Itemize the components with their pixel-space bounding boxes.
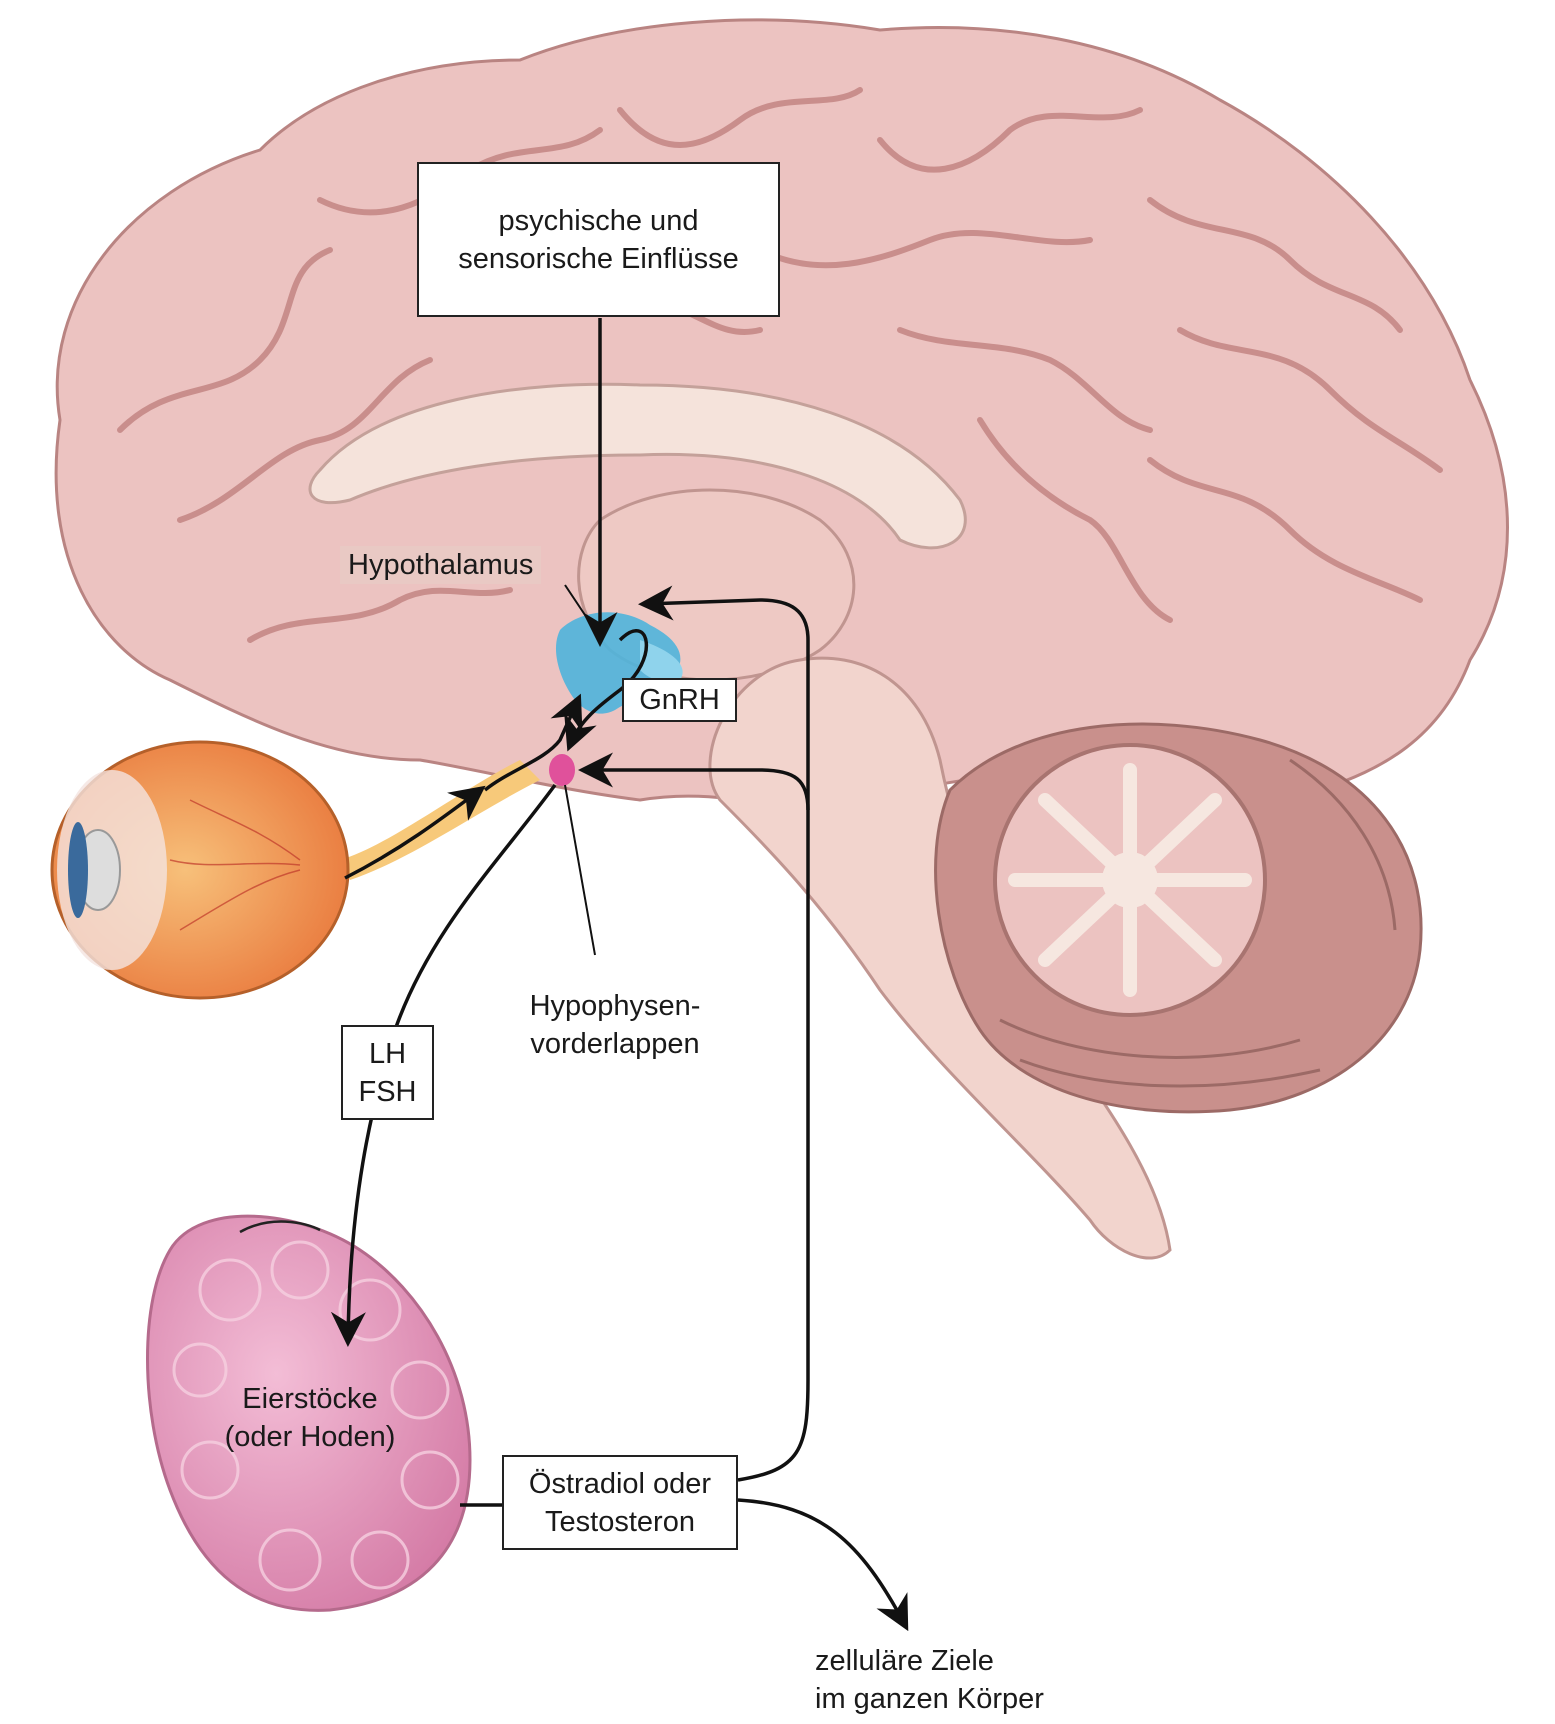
- eye: [50, 740, 540, 1000]
- lh-label: LH: [368, 1037, 407, 1070]
- pituitary-gland: [549, 754, 575, 786]
- influences-line-2: sensorische Einflüsse: [458, 242, 739, 275]
- arrow-feedback-pituitary: [578, 752, 810, 811]
- pointer-hypothalamus: [564, 584, 596, 631]
- arrow-feedback-hypothalamus: [638, 585, 810, 1482]
- targets-line-2: im ganzen Körper: [815, 1683, 1044, 1715]
- hormones-line-1: Östradiol oder: [528, 1467, 712, 1500]
- influences-box: psychische und sensorische Einflüsse: [417, 162, 780, 317]
- gnrh-label: GnRH: [639, 684, 720, 716]
- pituitary-line-1: Hypophysen-: [529, 990, 701, 1022]
- hormones-box: Östradiol oder Testosteron: [502, 1455, 738, 1550]
- pituitary-line-2: vorderlappen: [530, 1028, 700, 1060]
- hypothalamus-label: Hypothalamus: [340, 546, 542, 584]
- arrow-eye-to-hypothalamus: [344, 785, 486, 880]
- cerebellum: [934, 722, 1423, 1114]
- gonad: [146, 1214, 472, 1612]
- arrow-optic-to-hypothalamus: [483, 693, 583, 792]
- gonads-label: Eierstöcke (oder Hoden): [200, 1380, 420, 1456]
- targets-line-1: zelluläre Ziele: [815, 1645, 994, 1677]
- hypothalamus-highlight: [640, 640, 683, 682]
- lh-fsh-box: LH FSH: [341, 1025, 434, 1120]
- corpus-callosum: [308, 382, 967, 550]
- hormones-line-2: Testosteron: [545, 1505, 695, 1538]
- arrow-to-targets: [737, 1498, 909, 1632]
- pointer-pituitary: [564, 784, 596, 956]
- pituitary-label: Hypophysen- vorderlappen: [520, 987, 710, 1063]
- gnrh-box: GnRH: [622, 678, 737, 722]
- targets-label: zelluläre Ziele im ganzen Körper: [815, 1642, 1095, 1718]
- gonads-line-2: (oder Hoden): [224, 1421, 396, 1453]
- influences-line-1: psychische und: [498, 204, 699, 237]
- fsh-label: FSH: [358, 1075, 417, 1108]
- gonads-line-1: Eierstöcke: [242, 1383, 378, 1415]
